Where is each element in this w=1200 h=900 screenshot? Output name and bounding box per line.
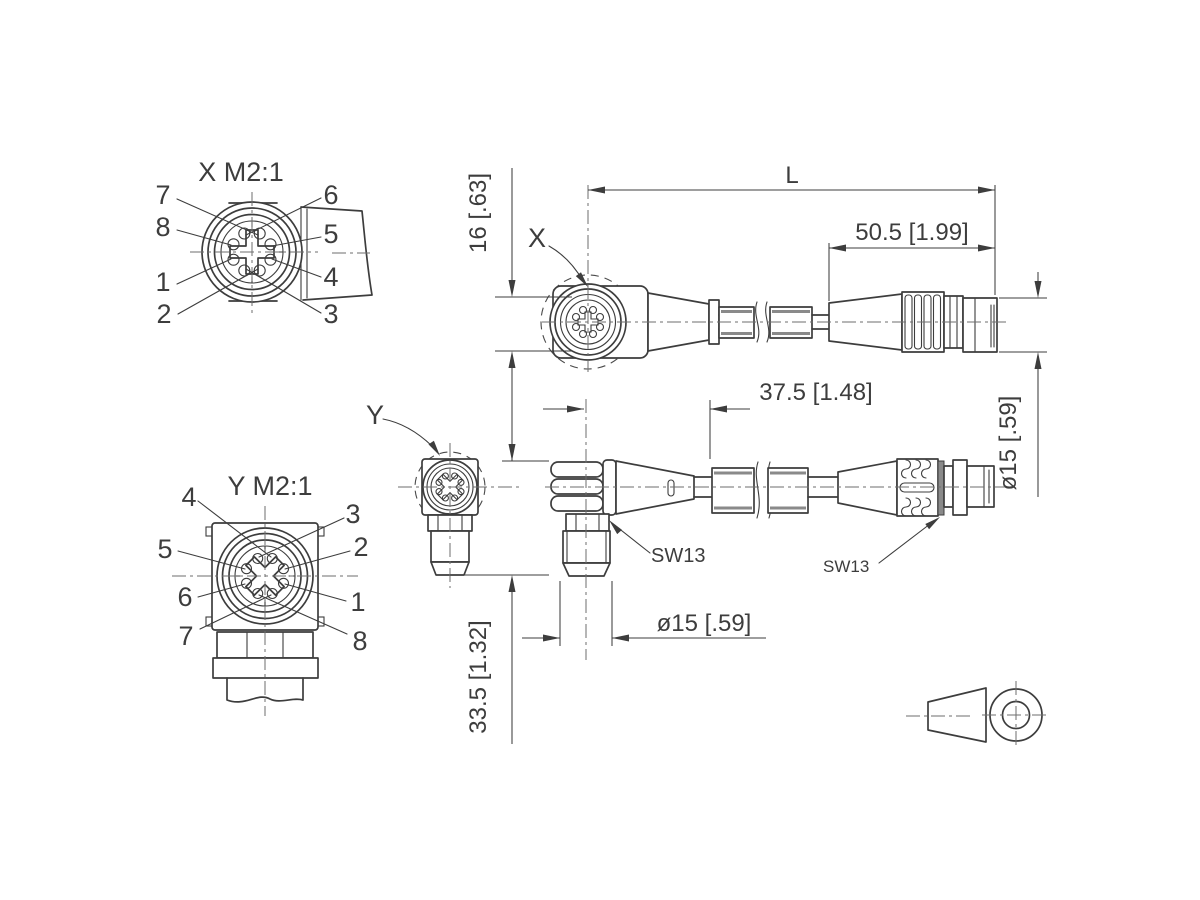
x-coding-cross — [229, 229, 275, 275]
dim-thread-diameter: ø15 [.59] — [657, 610, 752, 637]
cap-detail — [906, 681, 1050, 749]
cable-exit — [226, 677, 304, 703]
face-x-title: X M2:1 — [198, 157, 284, 187]
side-view-y: Y — [366, 379, 1005, 744]
pin-label: 1 — [155, 267, 170, 297]
pin-label: 1 — [350, 587, 365, 617]
cap-side-view — [927, 687, 987, 743]
pin-label: 4 — [181, 482, 196, 512]
m12-thread-end — [962, 297, 998, 353]
view-label-y: Y — [366, 400, 384, 430]
dim-height-16: 16 [.63] — [465, 173, 492, 253]
view-label-x: X — [528, 223, 546, 253]
pin-label: 3 — [323, 299, 338, 329]
dim-connector-length: 50.5 [1.99] — [855, 219, 968, 246]
face-view-y: Y M2:1 4 5 6 7 3 2 1 8 — [157, 471, 369, 716]
pin-label: 4 — [323, 262, 338, 292]
sw13-band — [937, 460, 945, 516]
hex-sw13 — [565, 513, 610, 532]
face-y-title: Y M2:1 — [227, 471, 312, 501]
dim-height-33-5: 33.5 [1.32] — [465, 620, 492, 733]
wrench-size-label: SW13 — [651, 545, 705, 567]
pin-label: 7 — [178, 621, 193, 651]
dim-37-5: 37.5 [1.48] — [759, 379, 872, 406]
pin-label: 8 — [155, 212, 170, 242]
pin-label: 6 — [177, 582, 192, 612]
side-view-x: X L 50.5 [1.99] 16 [.63] ø15 [.59] — [465, 162, 1047, 497]
wrench-size-label: SW13 — [823, 557, 869, 576]
pin-label: 7 — [155, 180, 170, 210]
pin-label: 2 — [156, 299, 171, 329]
pin-label: 5 — [157, 534, 172, 564]
dim-length: L — [785, 162, 798, 189]
pin-label: 6 — [323, 180, 338, 210]
pin-label: 3 — [345, 499, 360, 529]
pin-label: 5 — [323, 219, 338, 249]
pin-label: 2 — [353, 532, 368, 562]
face-view-x: X M2:1 7 8 1 2 6 5 4 3 — [155, 157, 373, 329]
pin-label: 8 — [352, 626, 367, 656]
dim-diameter-15: ø15 [.59] — [995, 396, 1022, 491]
